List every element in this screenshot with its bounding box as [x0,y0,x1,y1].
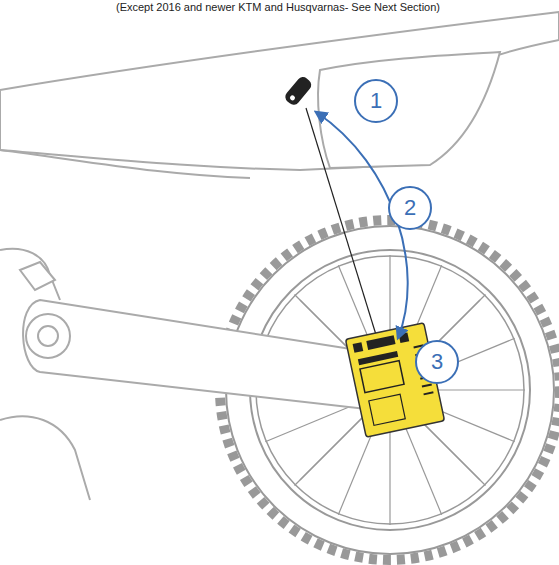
callout-number: 1 [370,90,382,112]
note-text: (Except 2016 and newer KTM and Husqvarna… [114,1,442,13]
callout-number: 2 [404,197,416,219]
swingarm-pivot [26,314,70,358]
sensor-wire [306,108,377,338]
swingarm [23,300,385,410]
callout-circle: 3 [415,340,459,384]
pivot-bolt [38,326,58,346]
footpeg-bracket [20,262,55,290]
frame-line [0,150,250,178]
callout-number: 3 [431,351,443,373]
sync-arrow [316,112,408,338]
key-fob [283,75,314,108]
rear-fender [0,12,559,170]
callout-circle: 2 [388,186,432,230]
callout-circle: 1 [354,79,398,123]
frame-parts [0,249,90,500]
side-panel [318,52,500,168]
